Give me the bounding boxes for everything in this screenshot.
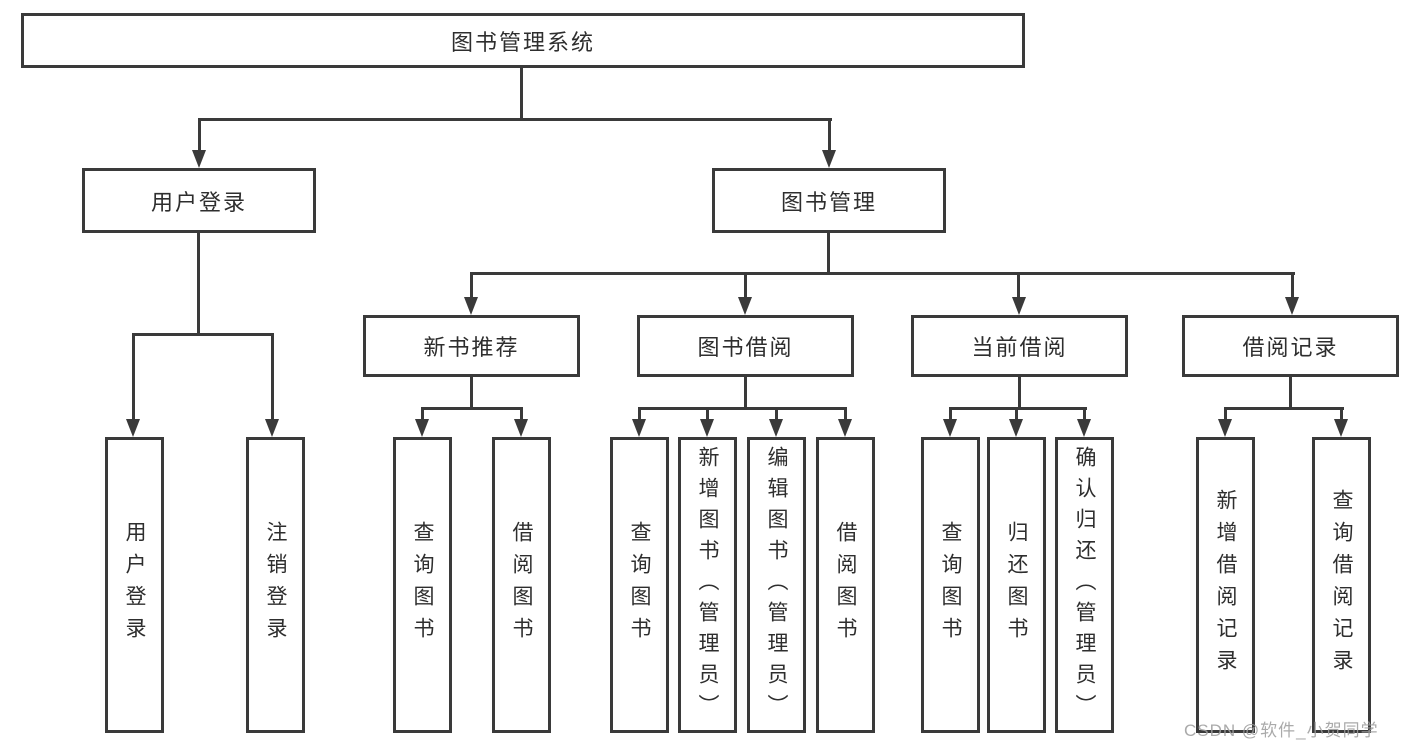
arrowhead-leaf-icon — [415, 419, 429, 437]
connector-current-borrow-hline — [949, 407, 1087, 410]
arrowhead-user-login-icon — [192, 150, 206, 168]
leaf-query-borrow-record-label: 查询借阅记录 — [1330, 489, 1353, 681]
node-borrow-records-label: 借阅记录 — [1242, 335, 1339, 360]
arrowhead-leaf-icon — [838, 419, 852, 437]
connector-borrow-record-stem — [1289, 374, 1292, 409]
connector-leaf-stem — [1340, 407, 1343, 421]
connector-book-borrow-arrow-stem — [744, 272, 747, 299]
leaf-add-books-admin-label: 新增图书（管理员） — [696, 445, 719, 725]
csdn-watermark: CSDN @软件_小贺同学 — [1184, 721, 1379, 740]
arrowhead-leaf-icon — [943, 419, 957, 437]
leaf-user-login: 用户登录 — [105, 437, 164, 733]
connector-book-mgmt-arrow-stem — [828, 118, 831, 152]
connector-leaf-stem — [520, 407, 523, 421]
arrowhead-leaf-icon — [632, 419, 646, 437]
node-current-borrowing: 当前借阅 — [911, 315, 1128, 377]
connector-leaf-stem — [1224, 407, 1227, 421]
node-borrow-records: 借阅记录 — [1182, 315, 1399, 377]
connector-current-borrow-arrow-stem — [1017, 272, 1020, 299]
connector-borrow-record-hline — [1224, 407, 1344, 410]
leaf-query-books-current: 查询图书 — [921, 437, 980, 733]
node-user-login-label: 用户登录 — [150, 189, 247, 215]
connector-current-borrow-stem — [1018, 374, 1021, 409]
connector-leaf-stem — [638, 407, 641, 421]
arrowhead-current-borrow-icon — [1012, 297, 1026, 315]
arrowhead-leaf-icon — [1218, 419, 1232, 437]
connector-leaf-logout-stem — [271, 333, 274, 421]
node-book-borrowing-label: 图书借阅 — [697, 335, 794, 360]
arrowhead-leaf-icon — [1009, 419, 1023, 437]
arrowhead-leaf-logout-icon — [265, 419, 279, 437]
node-new-book-recommend: 新书推荐 — [363, 315, 580, 377]
leaf-add-borrow-record-label: 新增借阅记录 — [1214, 489, 1237, 681]
arrowhead-leaf-icon — [1077, 419, 1091, 437]
connector-leaf-stem — [706, 407, 709, 421]
connector-new-book-hline — [421, 407, 523, 410]
arrowhead-leaf-icon — [514, 419, 528, 437]
connector-user-login-stem — [197, 231, 200, 335]
leaf-logout-label: 注销登录 — [264, 521, 287, 649]
arrowhead-book-mgmt-icon — [822, 150, 836, 168]
leaf-add-books-admin: 新增图书（管理员） — [678, 437, 737, 733]
connector-user-login-hline — [132, 333, 274, 336]
leaf-borrow-books: 借阅图书 — [816, 437, 875, 733]
leaf-query-books-borrow: 查询图书 — [610, 437, 669, 733]
connector-leaf-stem — [1015, 407, 1018, 421]
arrowhead-leaf-icon — [700, 419, 714, 437]
leaf-edit-books-admin: 编辑图书（管理员） — [747, 437, 806, 733]
leaf-query-books-recommend: 查询图书 — [393, 437, 452, 733]
node-root: 图书管理系统 — [21, 13, 1025, 68]
connector-leaf-stem — [775, 407, 778, 421]
node-book-management-label: 图书管理 — [780, 189, 877, 215]
connector-root-stem — [520, 67, 523, 120]
connector-book-mgmt-stem — [827, 231, 830, 274]
node-current-borrowing-label: 当前借阅 — [971, 335, 1068, 360]
leaf-query-books-recommend-label: 查询图书 — [411, 521, 434, 649]
node-user-login: 用户登录 — [82, 168, 316, 233]
connector-user-login-arrow-stem — [198, 118, 201, 152]
leaf-logout: 注销登录 — [246, 437, 305, 733]
connector-leaf-login-stem — [132, 333, 135, 421]
connector-leaf-stem — [1083, 407, 1086, 421]
connector-borrow-record-arrow-stem — [1291, 272, 1294, 299]
leaf-borrow-books-recommend-label: 借阅图书 — [510, 521, 533, 649]
arrowhead-leaf-icon — [1334, 419, 1348, 437]
connector-new-book-arrow-stem — [470, 272, 473, 299]
leaf-user-login-label: 用户登录 — [123, 521, 146, 649]
leaf-return-books: 归还图书 — [987, 437, 1046, 733]
node-book-borrowing: 图书借阅 — [637, 315, 854, 377]
leaf-borrow-books-recommend: 借阅图书 — [492, 437, 551, 733]
connector-leaf-stem — [949, 407, 952, 421]
node-root-label: 图书管理系统 — [450, 29, 595, 55]
connector-book-borrow-stem — [744, 374, 747, 409]
connector-new-book-stem — [470, 374, 473, 409]
leaf-query-books-borrow-label: 查询图书 — [628, 521, 651, 649]
leaf-edit-books-admin-label: 编辑图书（管理员） — [765, 445, 788, 725]
connector-leaf-stem — [421, 407, 424, 421]
connector-level2-hline — [198, 118, 832, 121]
leaf-add-borrow-record: 新增借阅记录 — [1196, 437, 1255, 733]
arrowhead-new-book-icon — [464, 297, 478, 315]
node-new-book-recommend-label: 新书推荐 — [423, 335, 520, 360]
connector-level3-hline — [470, 272, 1295, 275]
arrowhead-leaf-icon — [769, 419, 783, 437]
node-book-management: 图书管理 — [712, 168, 946, 233]
leaf-confirm-return-admin-label: 确认归还（管理员） — [1073, 445, 1096, 725]
arrowhead-borrow-record-icon — [1285, 297, 1299, 315]
arrowhead-book-borrow-icon — [738, 297, 752, 315]
leaf-return-books-label: 归还图书 — [1005, 521, 1028, 649]
connector-book-borrow-hline — [638, 407, 847, 410]
leaf-borrow-books-label: 借阅图书 — [834, 521, 857, 649]
leaf-query-borrow-record: 查询借阅记录 — [1312, 437, 1371, 733]
connector-leaf-stem — [844, 407, 847, 421]
leaf-confirm-return-admin: 确认归还（管理员） — [1055, 437, 1114, 733]
leaf-query-books-current-label: 查询图书 — [939, 521, 962, 649]
arrowhead-leaf-login-icon — [126, 419, 140, 437]
